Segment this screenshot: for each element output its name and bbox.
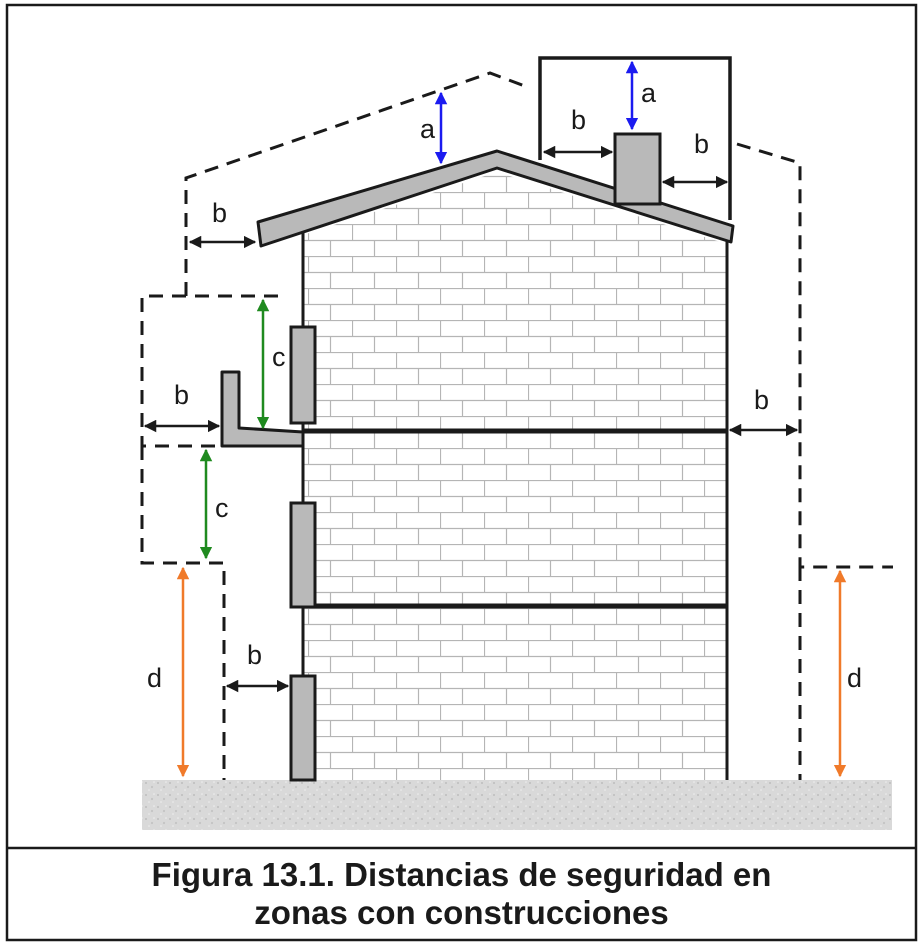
label-b-lower-left: b (247, 640, 262, 670)
zone-balcony (140, 294, 278, 448)
dimension-arrows (143, 60, 847, 778)
label-b-balcony: b (174, 380, 189, 410)
label-b-chimney-left: b (571, 105, 586, 135)
chimney-zone (538, 56, 732, 220)
building-wall (303, 172, 727, 780)
door-lower (289, 674, 317, 782)
label-c-lower: c (215, 493, 229, 523)
caption-line-1: Figura 13.1. Distancias de seguridad en (151, 856, 772, 893)
label-d-right: d (847, 663, 862, 693)
outer-border (5, 3, 918, 942)
label-a-chimney: a (641, 78, 657, 108)
ground (142, 780, 892, 830)
label-d-left: d (147, 663, 162, 693)
label-a-roof: a (420, 114, 436, 144)
figure-caption: Figura 13.1. Distancias de seguridad en … (8, 848, 915, 940)
dimension-labels: a a b b b b b b c c d d (147, 78, 862, 693)
zone-right (736, 142, 893, 569)
label-b-chimney-right: b (694, 129, 709, 159)
label-b-roof-left: b (212, 198, 227, 228)
balcony (220, 370, 305, 448)
label-c-upper: c (272, 342, 286, 372)
window-upper (289, 325, 317, 425)
caption-line-2: zonas con construcciones (254, 894, 669, 931)
zone-lower-left (140, 446, 226, 780)
zone-roof-left (184, 71, 531, 296)
chimney (613, 132, 662, 206)
label-b-right-wall: b (754, 385, 769, 415)
window-middle (289, 501, 317, 609)
safety-zone-boundary (140, 71, 893, 780)
